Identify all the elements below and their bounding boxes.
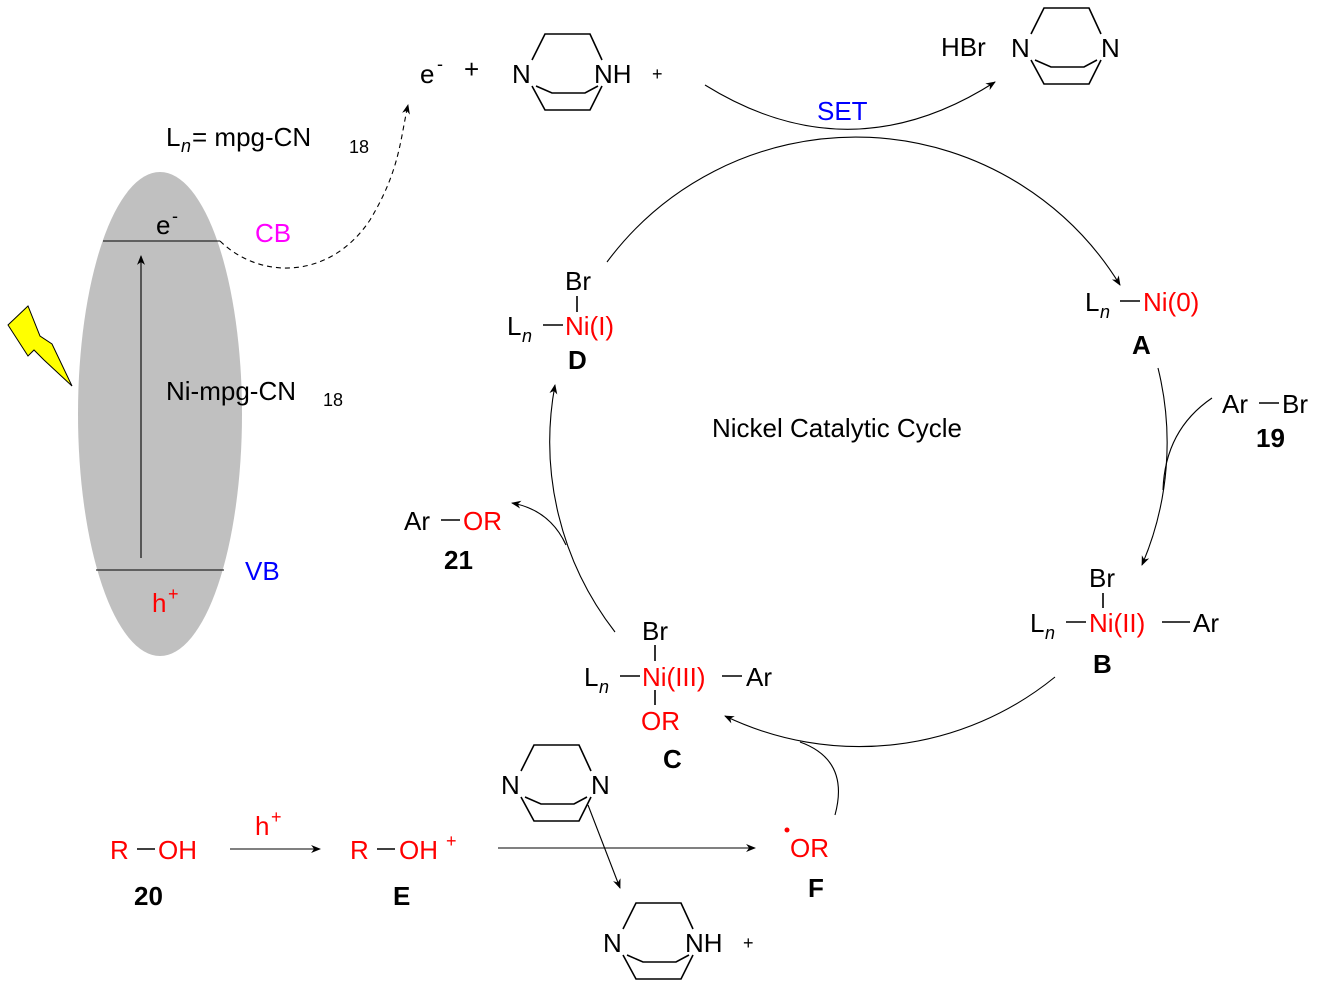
semiconductor-ellipse — [78, 172, 242, 656]
cycle-title: Nickel Catalytic Cycle — [712, 413, 962, 443]
cb-label: CB — [255, 218, 291, 248]
radical-in-arrow — [799, 741, 839, 816]
n-atom: N — [512, 59, 531, 89]
charge: + — [652, 64, 663, 84]
a-n: n — [1100, 302, 1110, 322]
nh-atom: NH — [685, 928, 723, 958]
electron-sup: - — [437, 54, 443, 74]
c-ar: Ar — [746, 662, 772, 692]
ln-definition: L — [166, 122, 180, 152]
label-19: 19 — [1256, 423, 1285, 453]
product-out-arrow — [511, 500, 567, 546]
set-label: SET — [817, 96, 868, 126]
arbr-in-arrow — [1162, 397, 1213, 491]
arc-a-to-b — [1141, 367, 1168, 566]
plus-sign: + — [464, 54, 479, 84]
n-atom: N — [501, 770, 520, 800]
electron-transfer-arrow — [219, 104, 410, 269]
label-f: F — [808, 873, 824, 903]
a-ln: L — [1085, 287, 1099, 317]
n-atom: N — [1011, 33, 1030, 63]
arc-d-to-a — [606, 136, 1121, 286]
b-br: Br — [1089, 563, 1115, 593]
label-e: E — [393, 881, 410, 911]
cb-electron: e — [156, 210, 170, 240]
cation-plus: + — [446, 831, 457, 851]
a-ni: Ni(0) — [1143, 287, 1199, 317]
cb-electron-sup: - — [172, 206, 178, 226]
c-ln: L — [584, 662, 598, 692]
dabco-protonation-arrow — [587, 804, 621, 889]
arbr-ar: Ar — [1222, 389, 1248, 419]
n-atom: N — [603, 928, 622, 958]
catalyst-name: Ni-mpg-CN — [166, 376, 296, 406]
d-n: n — [522, 326, 532, 346]
radical-dot — [784, 827, 790, 833]
label-20: 20 — [134, 881, 163, 911]
d-ni: Ni(I) — [565, 311, 614, 341]
lightning-bolt-icon — [7, 305, 73, 387]
product-or: OR — [463, 506, 502, 536]
arrow-hole-sup: + — [271, 807, 282, 827]
c-ni: Ni(III) — [642, 662, 706, 692]
product-ar: Ar — [404, 506, 430, 536]
dabco-h-bottom: NH N NH + — [603, 902, 754, 980]
dabco-h-top: N NH + — [512, 33, 663, 111]
hbr: HBr — [941, 32, 986, 62]
alkoxy-radical: OR — [790, 833, 829, 863]
alcohol-oh: OH — [158, 835, 197, 865]
c-label: C — [663, 744, 682, 774]
nh-atom: NH — [594, 59, 632, 89]
ln-definition-n: n — [181, 136, 191, 156]
dabco-bottom: N N — [501, 744, 610, 822]
vb-hole: h — [152, 588, 166, 618]
arrow-hole: h — [255, 811, 269, 841]
d-label: D — [568, 345, 587, 375]
d-br: Br — [565, 266, 591, 296]
set-arrow — [704, 81, 996, 130]
b-ln: L — [1030, 608, 1044, 638]
arbr-br: Br — [1282, 389, 1308, 419]
cation-oh: OH — [399, 835, 438, 865]
catalyst-name-sub: 18 — [323, 390, 343, 410]
ln-definition-sub: 18 — [349, 137, 369, 157]
d-ln: L — [507, 311, 521, 341]
charge: + — [743, 933, 754, 953]
vb-label: VB — [245, 556, 280, 586]
vb-hole-sup: + — [168, 584, 179, 604]
c-br: Br — [642, 616, 668, 646]
electron: e — [420, 59, 434, 89]
n-atom: N — [591, 770, 610, 800]
a-label: A — [1132, 330, 1151, 360]
arc-b-to-c — [724, 676, 1056, 748]
dabco-top-right: N N — [1011, 7, 1120, 85]
c-n: n — [599, 677, 609, 697]
arc-c-to-d — [549, 384, 616, 633]
n-atom: N — [1101, 33, 1120, 63]
label-21: 21 — [444, 545, 473, 575]
b-ni: Ni(II) — [1089, 608, 1145, 638]
b-label: B — [1093, 649, 1112, 679]
b-n: n — [1045, 623, 1055, 643]
cation-r: R — [350, 835, 369, 865]
c-or: OR — [641, 706, 680, 736]
ln-definition-rest: = mpg-CN — [192, 122, 311, 152]
alcohol-r: R — [110, 835, 129, 865]
b-ar: Ar — [1193, 608, 1219, 638]
